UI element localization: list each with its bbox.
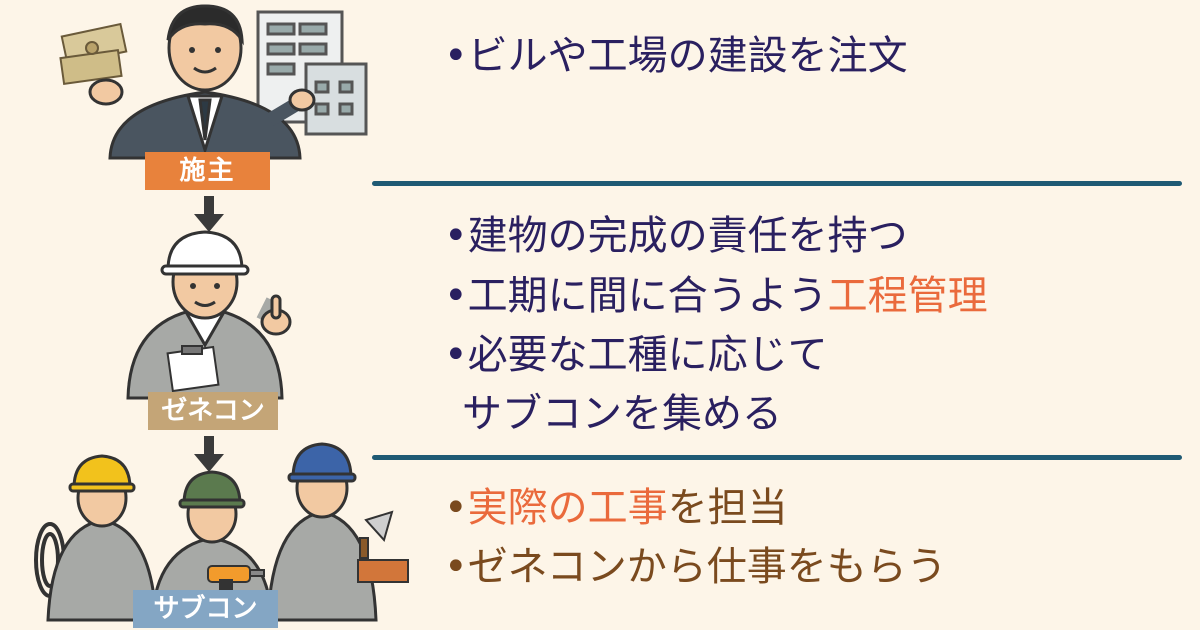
trowel-icon <box>359 510 394 559</box>
line-text: サブコンを集める <box>462 391 782 437</box>
bullet: • <box>444 33 468 79</box>
line-text: 必要な工種に応じて <box>467 332 828 378</box>
highlight-text: 実際の工事 <box>467 485 668 531</box>
owner-line-1: •ビルや工場の建設を注文 <box>444 32 908 80</box>
money-icon <box>59 22 128 86</box>
subcontractor-label: サブコン <box>133 590 278 628</box>
bullet: • <box>444 332 468 378</box>
bullet: • <box>444 213 468 259</box>
line-text: を担当 <box>667 485 788 531</box>
highlight-text: 工程管理 <box>827 273 988 319</box>
clipboard-icon <box>166 345 220 393</box>
down-arrow-icon <box>194 436 224 472</box>
hardhat-worker-icon <box>46 454 158 622</box>
general-contractor-label: ゼネコン <box>148 392 278 430</box>
section-divider <box>372 181 1182 186</box>
owner-label: 施主 <box>145 152 270 190</box>
businessman-icon <box>88 4 316 160</box>
building-icon <box>256 10 368 136</box>
down-arrow-icon <box>194 196 224 232</box>
brick-icon <box>357 559 409 583</box>
gc-line-4: サブコンを集める <box>462 390 782 438</box>
sub-line-2: •ゼネコンから仕事をもらう <box>444 543 947 591</box>
hardhat-worker-icon <box>266 442 378 622</box>
bullet: • <box>444 485 468 531</box>
bullet: • <box>444 544 468 590</box>
line-text: 工期に間に合うよう <box>467 273 828 319</box>
gc-line-2: •工期に間に合うよう工程管理 <box>444 272 988 320</box>
section-divider <box>372 455 1182 460</box>
line-text: ゼネコンから仕事をもらう <box>467 544 947 590</box>
sub-line-1: •実際の工事を担当 <box>444 484 788 532</box>
line-text: 建物の完成の責任を持つ <box>467 213 908 259</box>
bullet: • <box>444 273 468 319</box>
line-text: ビルや工場の建設を注文 <box>467 33 908 79</box>
role-illustrations <box>34 4 409 622</box>
gc-line-3: •必要な工種に応じて <box>444 331 828 379</box>
gc-line-1: •建物の完成の責任を持つ <box>444 212 908 260</box>
hardhat-worker-icon <box>126 230 292 400</box>
